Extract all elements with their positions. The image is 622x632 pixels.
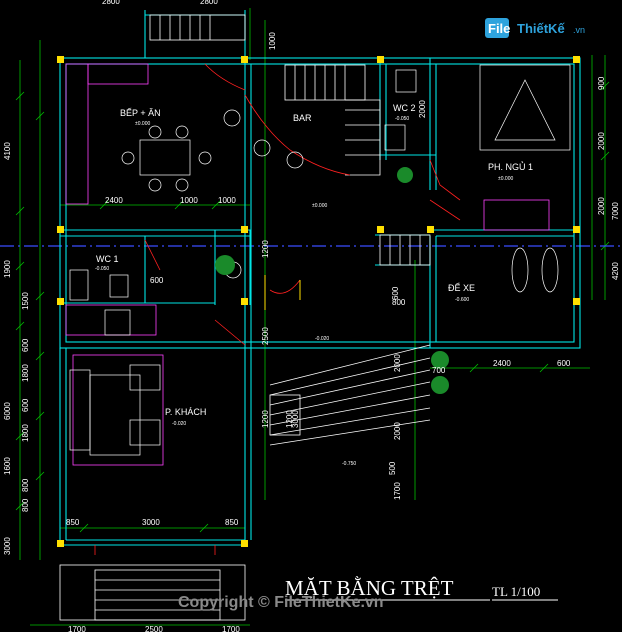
- dim-left-2: 1900: [3, 260, 12, 278]
- logo-badge-icon: [485, 18, 509, 38]
- dim-left-4: 1600: [3, 457, 12, 475]
- dim-h-2: 800: [392, 298, 406, 307]
- dim-c-8: 2000: [393, 354, 402, 372]
- wc1-level: -0.050: [95, 266, 109, 272]
- dim-bottom-2: 3000: [142, 518, 160, 527]
- logo-brand-text: ThiếtKế: [517, 21, 565, 36]
- door-swings: [94, 63, 461, 555]
- dim-s-3: 1700: [393, 482, 402, 500]
- furniture: [69, 64, 571, 456]
- room-labels: BẾP + ĂN ±0.000 BAR WC 2 -0.050 PH. NGỦ …: [95, 103, 533, 467]
- dim-left-in-5: 1800: [21, 424, 30, 442]
- dim-left-in-3: 1800: [21, 364, 30, 382]
- columns: [57, 56, 580, 547]
- dim-c-9: 600: [391, 286, 400, 300]
- dim-c-2: 2000: [418, 100, 427, 118]
- dim-c-4: 2500: [261, 327, 270, 345]
- dim-h-1: 600: [150, 276, 164, 285]
- dimension-lines: [19, 8, 606, 626]
- logo-file-text: File: [488, 21, 510, 36]
- cabinets: [65, 63, 550, 466]
- logo-tld-text: .vn: [573, 25, 585, 35]
- dim-left-in-4: 600: [21, 398, 30, 412]
- dim-s-2: 500: [388, 461, 397, 475]
- wc2-level: -0.050: [395, 116, 409, 122]
- dim-left-in-7: 800: [21, 498, 30, 512]
- dim-s-1: 2000: [393, 422, 402, 440]
- copyright-watermark: Copyright © FileThietKe.vn: [178, 594, 384, 611]
- dim-c-5: 1200: [261, 410, 270, 428]
- bedroom-label: PH. NGỦ 1: [488, 161, 533, 172]
- site-logo: File ThiếtKế .vn: [485, 18, 585, 38]
- dim-bottom-1: 850: [66, 518, 80, 527]
- dim-edge-2: 2500: [145, 625, 163, 632]
- dimension-labels: 2800 2800 2400 1000 1000 2400 600 850 30…: [3, 0, 620, 632]
- dim-h-3: 700: [432, 366, 446, 375]
- porch-level: -0.750: [342, 461, 356, 467]
- dim-right-in-2: 2000: [597, 132, 606, 150]
- living-label: P. KHÁCH: [165, 407, 206, 417]
- dim-right-1: 7000: [611, 202, 620, 220]
- dim-kitchen-3: 1000: [218, 196, 236, 205]
- dim-left-in-1: 1500: [21, 292, 30, 310]
- dim-right-in-3: 2000: [597, 197, 606, 215]
- bedroom-level: ±0.000: [498, 176, 513, 182]
- wc1-label: WC 1: [96, 254, 119, 264]
- dim-kitchen-1: 2400: [105, 196, 123, 205]
- dim-right-in-1: 900: [597, 76, 606, 90]
- dim-top-1: 2800: [102, 0, 120, 6]
- dim-c-6: 3000: [291, 410, 300, 428]
- hall-level: ±0.000: [312, 203, 327, 209]
- dim-left-3: 6000: [3, 402, 12, 420]
- dim-left-in-6: 800: [21, 478, 30, 492]
- kitchen-label: BẾP + ĂN: [120, 108, 161, 118]
- dim-right-2: 4200: [611, 262, 620, 280]
- center-level: -0.020: [315, 336, 329, 342]
- dim-c-3: 1200: [261, 240, 270, 258]
- bar-label: BAR: [293, 113, 312, 123]
- dim-top-2: 2800: [200, 0, 218, 6]
- kitchen-level: ±0.000: [135, 121, 150, 127]
- dim-garage-2: 600: [557, 359, 571, 368]
- drawing-scale: TL 1/100: [492, 584, 540, 599]
- living-level: -0.020: [172, 421, 186, 427]
- stairs: [59, 14, 431, 621]
- plants: [215, 167, 449, 394]
- garage-level: -0.600: [455, 297, 469, 303]
- dim-edge-1: 1700: [68, 625, 86, 632]
- dim-left-5: 3000: [3, 537, 12, 555]
- dim-left-in-2: 600: [21, 338, 30, 352]
- dim-bottom-3: 850: [225, 518, 239, 527]
- dim-c-7: 1200: [285, 410, 294, 428]
- dim-c-1: 1000: [268, 32, 277, 50]
- drawing-title: MẶT BẰNG TRỆT: [285, 576, 454, 600]
- dim-kitchen-2: 1000: [180, 196, 198, 205]
- dim-edge-3: 1700: [222, 625, 240, 632]
- dim-garage-1: 2400: [493, 359, 511, 368]
- dim-left-1: 4100: [3, 142, 12, 160]
- garage-label: ĐỂ XE: [448, 282, 475, 293]
- wc2-label: WC 2: [393, 103, 416, 113]
